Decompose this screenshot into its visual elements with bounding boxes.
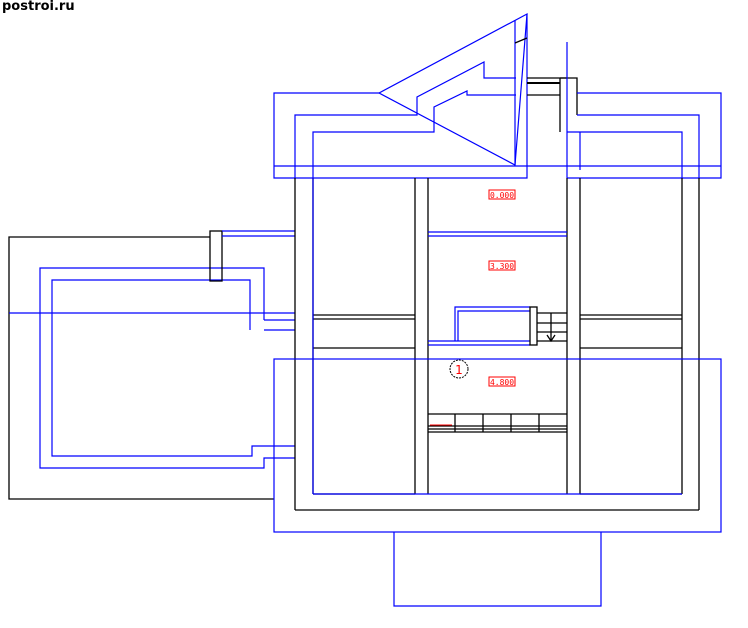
- elevation-label-1: 3.300: [488, 260, 516, 271]
- elevation-text: 3.300: [490, 262, 514, 271]
- top-section: [273, 12, 722, 179]
- elevation-label-0: 0.000: [488, 189, 516, 200]
- room-marker: 1: [449, 359, 469, 379]
- site-watermark: postroi.ru: [2, 0, 75, 14]
- room-number: 1: [455, 363, 463, 377]
- lower-outlines: [273, 358, 722, 607]
- main-walls: [294, 178, 700, 511]
- elevation-label-2: 4.800: [488, 376, 516, 387]
- elevation-text: 0.000: [490, 191, 514, 200]
- central-bay: [428, 231, 567, 433]
- elevation-text: 4.800: [490, 378, 514, 387]
- left-wing: [8, 230, 295, 500]
